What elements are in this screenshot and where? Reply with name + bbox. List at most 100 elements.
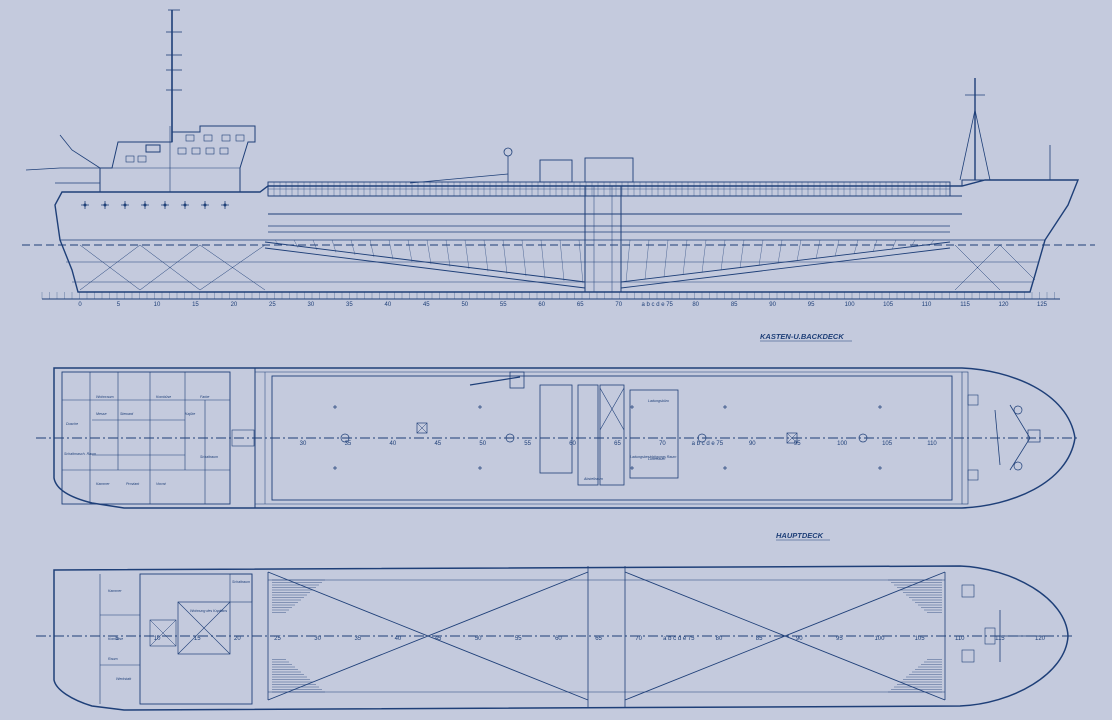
deckhouse-outline (99, 125, 256, 193)
frame-mark: a b c d e 75 (642, 302, 674, 308)
frame-mark: 60 (538, 302, 545, 308)
room-label: Kajüte (185, 412, 195, 416)
frame-mark: 0 (78, 302, 82, 308)
frame-mark: 35 (346, 302, 353, 308)
main-frame-marks: 5 10 15 20 25 30 35 40 45 50 55 60 65 70 a b c d e 75 8… (115, 636, 1045, 642)
frame-mark: 120 (999, 302, 1010, 308)
frame-mark: 60 (555, 636, 562, 642)
frame-mark: 125 (1037, 302, 1048, 308)
room-label: Farbe (200, 395, 209, 399)
frame-mark: a b c d e 75 (663, 636, 695, 642)
frame-mark: 30 (314, 636, 321, 642)
frame-mark: 35 (354, 636, 361, 642)
room-label: Werkstatt (116, 677, 132, 681)
room-label: Kombüse (156, 395, 171, 399)
frame-mark: 105 (883, 302, 894, 308)
frame-mark: 55 (524, 441, 531, 447)
room-label: Vorrat (156, 482, 167, 486)
frame-mark: 50 (475, 636, 482, 642)
frame-mark: 60 (569, 441, 576, 447)
room-label: Dusche (66, 422, 78, 426)
frame-mark: 45 (435, 636, 442, 642)
frame-mark: 50 (479, 441, 486, 447)
kasten-backdeck-label: KASTEN-U.BACKDECK (760, 332, 844, 341)
room-label: Lüfterraum (648, 457, 665, 461)
room-label: Wohnraum (96, 395, 114, 399)
frame-mark: 25 (269, 302, 276, 308)
frame-mark: 15 (194, 636, 201, 642)
frame-mark: 70 (635, 636, 642, 642)
room-label: Schaltraum (200, 455, 218, 459)
room-label: Abstellraum (583, 477, 603, 481)
frame-mark: 25 (274, 636, 281, 642)
frame-mark: 45 (434, 441, 441, 447)
frame-mark: 115 (995, 636, 1005, 642)
frame-mark: 110 (955, 636, 965, 642)
frame-mark: 65 (614, 441, 621, 447)
frame-mark: 95 (794, 441, 801, 447)
frame-mark: 100 (837, 441, 848, 447)
frame-mark: 90 (796, 636, 803, 642)
frame-mark: 45 (423, 302, 430, 308)
main-deck-outline (53, 565, 1069, 711)
side-profile-view (22, 9, 1095, 300)
frame-mark: a b c d e 75 (692, 441, 724, 447)
frame-mark: 15 (192, 302, 199, 308)
frame-mark: 85 (756, 636, 763, 642)
room-label: Raum (108, 657, 118, 661)
frame-mark: 55 (500, 302, 507, 308)
main-deck-plan (36, 565, 1075, 711)
frame-mark: 55 (515, 636, 522, 642)
frame-mark: 40 (390, 441, 397, 447)
room-label: Schaltmasch. Raum (64, 452, 96, 456)
frame-mark: 110 (922, 302, 932, 308)
upper-deck-outline (53, 367, 1076, 509)
room-label: Wohnung des Kapitäns (190, 609, 227, 613)
frame-mark: 10 (154, 636, 161, 642)
frame-mark: 90 (769, 302, 776, 308)
frame-mark: 40 (384, 302, 391, 308)
frame-mark: 95 (836, 636, 843, 642)
hull-outline (54, 179, 1080, 293)
frame-mark: 80 (692, 302, 699, 308)
frame-mark: 70 (615, 302, 622, 308)
room-label: Kombüse (108, 637, 123, 641)
frame-mark: 120 (1035, 636, 1046, 642)
frame-mark: 115 (960, 302, 970, 308)
frame-mark: 30 (308, 302, 315, 308)
room-label: Kammer (96, 482, 110, 486)
frame-mark: 95 (808, 302, 815, 308)
frame-mark: 70 (659, 441, 666, 447)
frame-mark: 20 (234, 636, 241, 642)
frame-mark: 50 (461, 302, 468, 308)
room-label: Schaltraum (232, 580, 250, 584)
frame-mark: 65 (577, 302, 584, 308)
upper-frame-marks: 30 35 40 45 50 55 60 65 70 a b c d e 75 90 95 100 105… (300, 441, 938, 447)
hauptdeck-label: HAUPTDECK (776, 531, 824, 540)
frame-mark: 5 (117, 302, 121, 308)
frame-mark: 105 (882, 441, 893, 447)
frame-mark: 20 (231, 302, 238, 308)
frame-mark: 5 (115, 636, 119, 642)
frame-mark: 85 (731, 302, 738, 308)
room-label: Ladungsbüro (648, 399, 669, 403)
room-label: Proviant (126, 482, 140, 486)
room-label: Steward (120, 412, 134, 416)
frame-mark: 90 (749, 441, 756, 447)
frame-mark: 35 (345, 441, 352, 447)
frame-mark: 100 (845, 302, 856, 308)
frame-mark: 30 (300, 441, 307, 447)
frame-mark: 40 (395, 636, 402, 642)
frame-mark: 80 (716, 636, 723, 642)
frame-mark: 100 (874, 636, 885, 642)
frame-mark: 105 (915, 636, 926, 642)
frame-mark: 10 (154, 302, 161, 308)
room-label: Kammer (108, 589, 122, 593)
profile-frame-marks: 0 5 10 15 20 25 30 35 40 45 50 55 60 65 70 a b c d e 75… (78, 302, 1047, 308)
deck-tank (584, 157, 634, 183)
frame-mark: 65 (595, 636, 602, 642)
room-label: Ladungsbesichtigungs Raum (630, 455, 676, 459)
